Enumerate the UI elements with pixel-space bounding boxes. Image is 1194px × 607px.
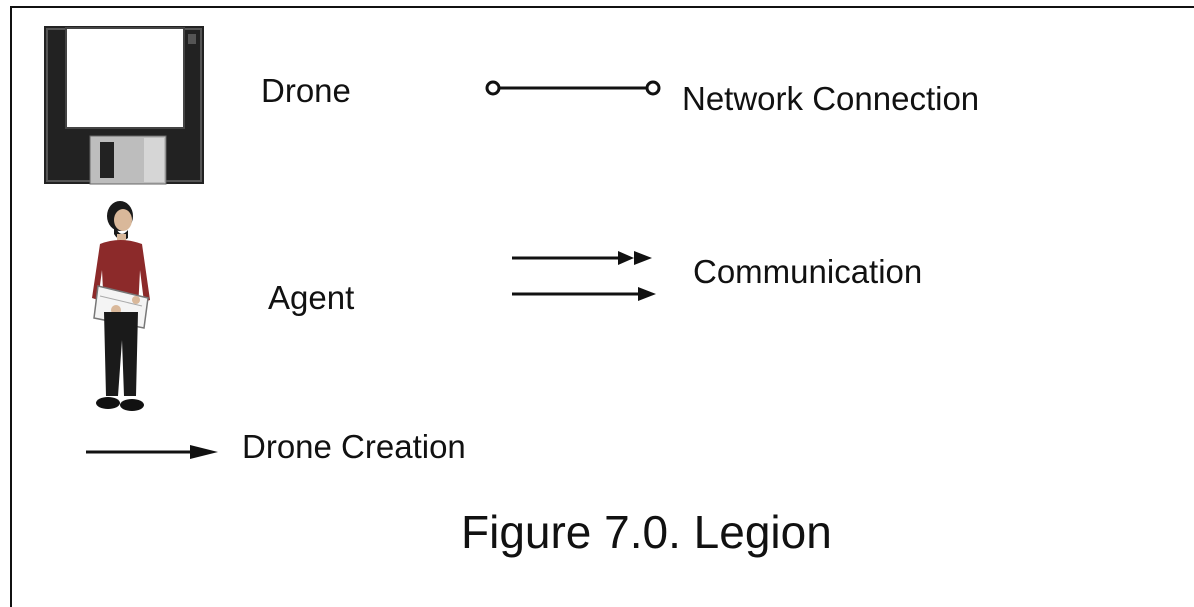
figure-caption: Figure 7.0. Legion: [461, 506, 832, 558]
agent-label: Agent: [268, 279, 355, 316]
drone-creation-arrow-icon: [86, 445, 218, 459]
network-connection-line-icon: [485, 80, 661, 96]
communication-arrows-icon: [512, 251, 656, 301]
network-connection-label: Network Connection: [682, 80, 980, 117]
floppy-disk-icon: [44, 26, 204, 185]
drone-label: Drone: [261, 72, 351, 109]
communication-label: Communication: [693, 253, 923, 290]
diagram-frame: [10, 6, 1194, 607]
person-icon: [92, 201, 150, 411]
drone-creation-label: Drone Creation: [242, 428, 466, 465]
